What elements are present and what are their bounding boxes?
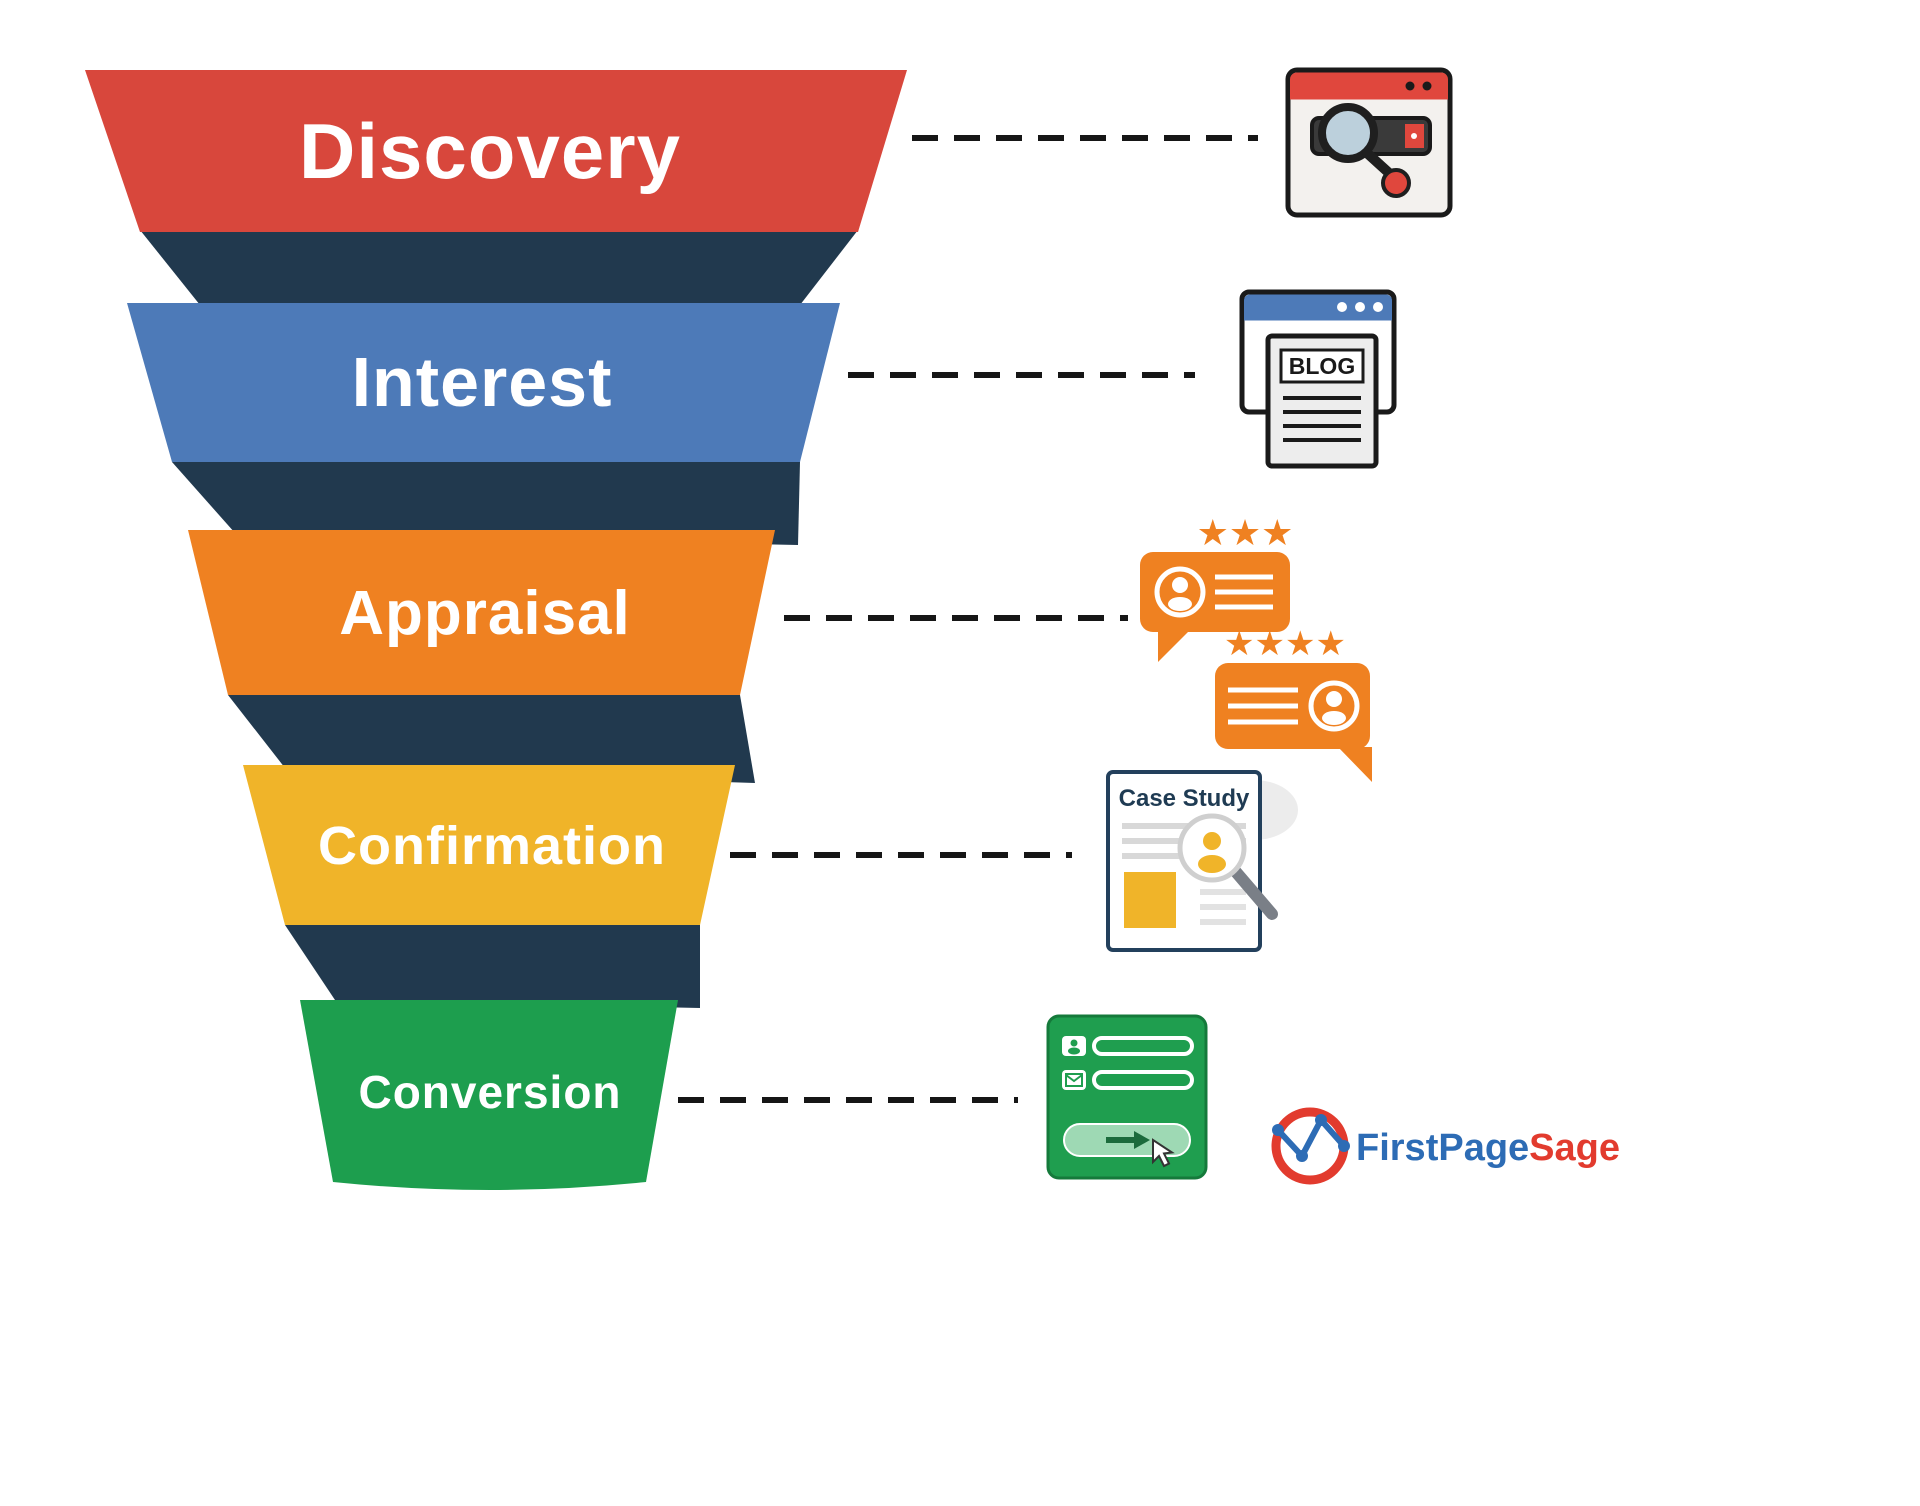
logo-dot	[1296, 1150, 1308, 1162]
form-field-email	[1092, 1070, 1194, 1090]
logo-text: FirstPageSage	[1356, 1127, 1620, 1169]
blog-header-dot	[1337, 302, 1347, 312]
funnel-stage-appraisal	[188, 530, 775, 695]
reviews-icon: ★★★ ★★★★	[1140, 512, 1372, 782]
logo-trend-line	[1275, 1114, 1347, 1162]
funnel-stage-confirmation	[243, 765, 735, 925]
logo-text-sage: Sage	[1529, 1127, 1620, 1169]
review-avatar-2-head	[1326, 691, 1342, 707]
review-stars-bottom: ★★★★	[1224, 625, 1346, 663]
funnel: Discovery Interest Appraisal Confirmatio…	[85, 70, 907, 1190]
browser-dot	[1422, 81, 1432, 91]
case-study-person-body	[1198, 855, 1226, 873]
funnel-stage-conversion	[300, 1000, 678, 1190]
funnel-stage-interest	[127, 303, 840, 462]
form-envelope	[1065, 1073, 1083, 1087]
form-user-head	[1070, 1039, 1078, 1047]
blog-window-icon: BLOG	[1239, 289, 1397, 469]
blog-header-dot	[1373, 302, 1383, 312]
magnifier-handle	[1362, 148, 1394, 178]
blog-title-box	[1279, 348, 1365, 384]
review-avatar-1-head	[1172, 577, 1188, 593]
connectors	[678, 135, 1258, 1103]
magnifier-red-ball	[1381, 168, 1411, 198]
form-submit-arrow-head	[1134, 1131, 1150, 1149]
magnifier-lens	[1318, 103, 1378, 163]
funnel-fold-3	[228, 695, 755, 783]
review-bubble-1-tail	[1158, 628, 1192, 662]
browser-search-icon	[1285, 67, 1453, 218]
review-bubble-2-tail	[1338, 747, 1372, 782]
browser-dot	[1405, 81, 1415, 91]
stage-label-conversion: Conversion	[358, 1066, 621, 1118]
review-avatar-2	[1308, 680, 1360, 732]
case-study-magnifier-handle	[1230, 866, 1278, 920]
signup-form-icon	[1046, 1014, 1208, 1180]
stage-label-interest: Interest	[352, 343, 613, 421]
funnel-fold-4	[285, 925, 700, 1008]
review-stars-top: ★★★	[1197, 512, 1294, 553]
funnel-stage-discovery	[85, 70, 907, 232]
review-avatar-1	[1154, 566, 1206, 618]
firstpagesage-logo: FirstPageSage	[1271, 1107, 1620, 1185]
review-avatar-1-body	[1168, 597, 1192, 611]
form-field-name	[1092, 1036, 1194, 1056]
stage-label-appraisal: Appraisal	[339, 579, 631, 648]
logo-dot	[1272, 1124, 1284, 1136]
search-button-dot	[1411, 133, 1417, 139]
blog-header-dot	[1355, 302, 1365, 312]
logo-dot	[1338, 1140, 1350, 1152]
case-study-icon: Case Study	[1106, 770, 1298, 952]
logo-dot	[1315, 1114, 1327, 1126]
form-user-body	[1068, 1047, 1080, 1055]
case-study-image-block	[1124, 872, 1176, 928]
cursor-pointer-icon	[1152, 1138, 1175, 1168]
stage-label-discovery: Discovery	[299, 107, 681, 195]
browser-header-bar	[1290, 72, 1448, 100]
form-envelope-flap	[1065, 1074, 1083, 1083]
logo-text-firstpage: FirstPage	[1356, 1127, 1529, 1169]
case-study-person-head	[1203, 832, 1221, 850]
blog-label: BLOG	[1289, 353, 1355, 379]
funnel-fold-2	[172, 462, 800, 545]
blog-header-bar	[1244, 294, 1392, 321]
stage-label-confirmation: Confirmation	[318, 816, 666, 876]
case-study-title: Case Study	[1119, 785, 1250, 812]
funnel-fold-1	[140, 230, 858, 305]
review-avatar-2-body	[1322, 711, 1346, 725]
